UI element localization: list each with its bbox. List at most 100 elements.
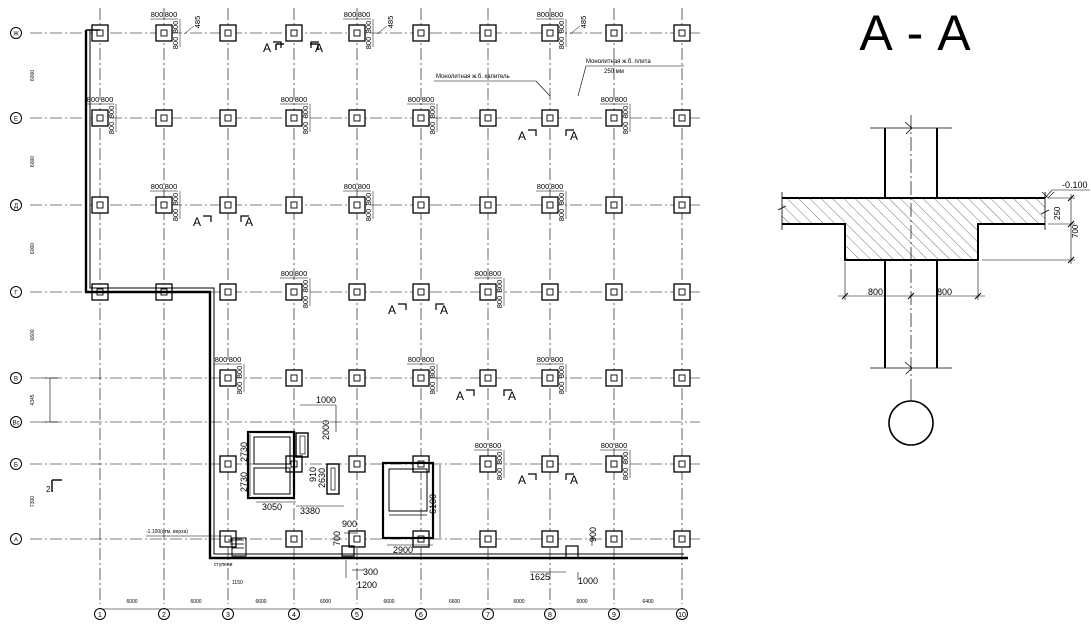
column: [412, 109, 430, 127]
left-spacing: 7300: [30, 496, 36, 507]
column: [673, 109, 691, 127]
axis-bubble-y: Б: [10, 458, 22, 470]
offset-485: 485: [193, 16, 202, 29]
axis-bubble-x: 3: [222, 608, 234, 620]
capital-dim-label: 800: [621, 106, 630, 119]
capital-dim-label: 800: [615, 95, 628, 104]
pit-details: [228, 537, 579, 559]
axis-label-y: Ж: [13, 32, 19, 38]
column: [412, 24, 430, 42]
column: [412, 283, 430, 301]
axis-label-y: Б: [14, 463, 18, 469]
plan-dimensions: 3050 3380 2730 2730 1000 2000 910 2630 6…: [46, 59, 651, 590]
capital-dim-label: 800: [557, 382, 566, 395]
column: [285, 369, 303, 387]
capital-dim-label: 800: [495, 296, 504, 309]
column: [285, 283, 303, 301]
capital-dim-label: 800: [171, 193, 180, 206]
capital-dim-label: 800: [557, 193, 566, 206]
mark-stair: ступени: [214, 562, 233, 568]
capital-dim-label: 800: [495, 280, 504, 293]
dim-stair-w: 2900: [393, 545, 413, 555]
section-mark-left: А: [518, 473, 526, 487]
column: [285, 530, 303, 548]
capital-dim-label: 800: [537, 355, 550, 364]
axis-bubble-x: 10: [676, 608, 688, 620]
axis-bubble-x: 2: [158, 608, 170, 620]
capital-dim-label: 800: [489, 269, 502, 278]
capital-dim-label: 800: [428, 382, 437, 395]
column: [673, 455, 691, 473]
capital-dim-label: 800: [601, 441, 614, 450]
column: [91, 196, 109, 214]
axis-label-x: 3: [226, 612, 230, 619]
left-spacing: 6000: [30, 70, 36, 81]
section-title: А - А: [859, 5, 971, 61]
capital-dim-label: 800: [408, 355, 421, 364]
bottom-spacing: 6600: [383, 599, 394, 605]
capital-dim-label: 800: [428, 122, 437, 135]
capital-dim-label: 800: [364, 37, 373, 50]
capital-dim-label: 800: [229, 355, 242, 364]
column: [348, 455, 366, 473]
axis-bubble-y: В: [10, 372, 22, 384]
capital-dim-label: 800: [557, 37, 566, 50]
section-dim-right: 800: [937, 287, 952, 297]
offset-485: 485: [579, 16, 588, 29]
section-dim-700: 700: [1071, 224, 1080, 238]
column: [673, 283, 691, 301]
capital-dim-label: 800: [295, 269, 308, 278]
dim-pit-w: 900: [342, 519, 357, 529]
leader-capital: Монолитная ж.б. капитель: [436, 74, 510, 80]
column: [541, 369, 559, 387]
capital-dim-label: 800: [358, 10, 371, 19]
bottom-spacing: 6000: [320, 599, 331, 605]
axis-bubble-y: Д: [10, 199, 22, 211]
section-dim-250: 250: [1053, 206, 1062, 220]
axis-label-y: Е: [14, 117, 18, 123]
column: [541, 530, 559, 548]
dim-door-h: 2000: [321, 420, 331, 440]
column: [541, 455, 559, 473]
bottom-spacing: 6000: [190, 599, 201, 605]
column: [412, 196, 430, 214]
capital-dim-label: 800: [235, 382, 244, 395]
axis-label-y: Вс: [12, 421, 19, 427]
capital-dim-label: 800: [101, 95, 114, 104]
column: [219, 455, 237, 473]
capital-dim-label: 800: [557, 21, 566, 34]
column: [155, 109, 173, 127]
column: [541, 196, 559, 214]
column: [412, 369, 430, 387]
axis-label-x: 4: [292, 612, 296, 619]
axis-label-x: 6: [419, 612, 423, 619]
left-spacing: 6000: [30, 156, 36, 167]
capital-dim-label: 800: [165, 182, 178, 191]
section-mark-left: А: [518, 129, 526, 143]
capital-dim-label: 800: [295, 95, 308, 104]
column: [219, 196, 237, 214]
axis-bubble-x: 5: [351, 608, 363, 620]
column: [479, 530, 497, 548]
bottom-spacing: 6000: [576, 599, 587, 605]
section-level: -0.100: [1062, 180, 1088, 190]
bottom-spacing: 6600: [449, 599, 460, 605]
axis-label-x: 10: [678, 612, 686, 619]
dim-stair-h: 6100: [428, 494, 438, 514]
capital-dim-label: 800: [489, 441, 502, 450]
column: [219, 109, 237, 127]
dim-right-1000: 1000: [578, 576, 598, 586]
capital-dim-label: 800: [364, 193, 373, 206]
shaft-lift: [246, 430, 340, 500]
axis-label-y: Д: [14, 204, 18, 210]
column: [605, 196, 623, 214]
axis-label-x: 1: [98, 612, 102, 619]
section-mark-right: А: [508, 389, 516, 403]
column: [219, 24, 237, 42]
